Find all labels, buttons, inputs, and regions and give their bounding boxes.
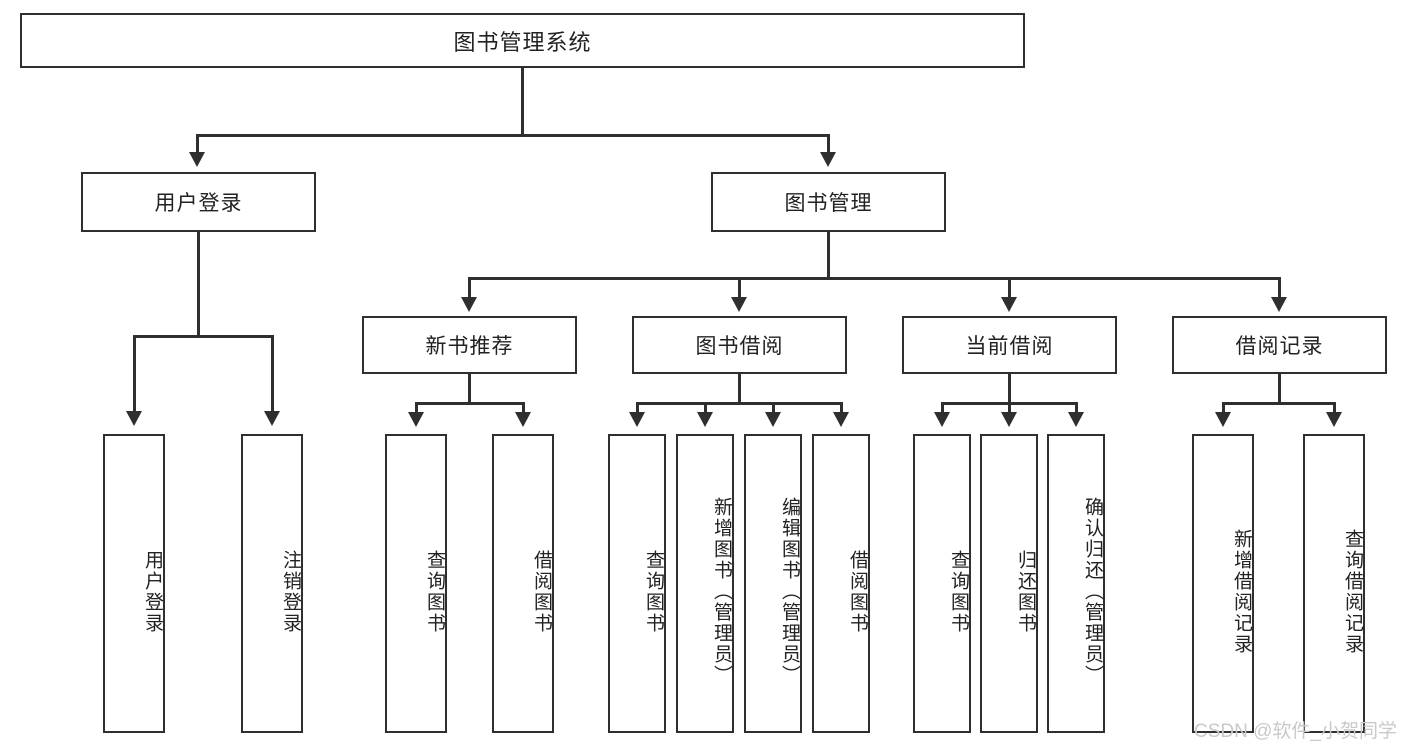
- node-current-borrow[interactable]: 当前借阅: [902, 316, 1117, 374]
- node-label: 新书推荐: [425, 335, 514, 358]
- arrow-user-login-to-leaf-0: [126, 411, 142, 426]
- connector-current-borrow-to-leaf-2: [1075, 402, 1078, 414]
- connector-user-login-stem: [197, 232, 200, 335]
- connector-book-borrow-to-leaf-2: [772, 402, 775, 414]
- arrow-book-mgmt-to-current-borrow: [1001, 297, 1017, 312]
- node-label: 查询图书: [643, 549, 664, 634]
- connector-borrow-record-bus: [1222, 402, 1336, 405]
- node-label: 用户登录: [142, 549, 163, 634]
- connector-current-borrow-to-leaf-1: [1008, 402, 1011, 414]
- connector-new-book-bus: [415, 402, 525, 405]
- leaf-book-borrow-1[interactable]: 新增图书（管理员）: [676, 434, 734, 733]
- node-label: 借阅图书: [531, 549, 552, 634]
- connector-user-login-bus: [133, 335, 274, 338]
- node-label: 查询图书: [948, 549, 969, 634]
- node-label: 用户登录: [154, 192, 243, 215]
- arrow-book-borrow-to-leaf-2: [765, 412, 781, 427]
- arrow-book-mgmt-to-borrow-record: [1271, 297, 1287, 312]
- arrow-user-login-to-leaf-1: [264, 411, 280, 426]
- arrow-current-borrow-to-leaf-1: [1001, 412, 1017, 427]
- leaf-book-borrow-2[interactable]: 编辑图书（管理员）: [744, 434, 802, 733]
- connector-root-to-book-mgmt: [827, 134, 830, 154]
- arrow-current-borrow-to-leaf-0: [934, 412, 950, 427]
- node-borrow-record[interactable]: 借阅记录: [1172, 316, 1387, 374]
- node-label: 图书借阅: [695, 335, 784, 358]
- connector-borrow-record-stem: [1278, 374, 1281, 402]
- leaf-new-book-recommend-0[interactable]: 查询图书: [385, 434, 447, 733]
- leaf-current-borrow-1[interactable]: 归还图书: [980, 434, 1038, 733]
- node-label: 查询图书: [424, 549, 445, 634]
- connector-book-mgmt-to-borrow-record: [1278, 277, 1281, 299]
- node-new-book-recommend[interactable]: 新书推荐: [362, 316, 577, 374]
- connector-new-book-to-leaf-1: [522, 402, 525, 414]
- node-label: 编辑图书（管理员）: [779, 497, 800, 686]
- node-root-system[interactable]: 图书管理系统: [20, 13, 1025, 68]
- arrow-borrow-record-to-leaf-1: [1326, 412, 1342, 427]
- node-label: 注销登录: [280, 549, 301, 634]
- arrow-current-borrow-to-leaf-2: [1068, 412, 1084, 427]
- connector-book-borrow-bus: [636, 402, 842, 405]
- node-label: 归还图书: [1015, 549, 1036, 634]
- connector-new-book-to-leaf-0: [415, 402, 418, 414]
- connector-book-borrow-to-leaf-3: [840, 402, 843, 414]
- leaf-new-book-recommend-1[interactable]: 借阅图书: [492, 434, 554, 733]
- node-label: 确认归还（管理员）: [1082, 497, 1103, 686]
- node-label: 借阅图书: [847, 549, 868, 634]
- arrow-borrow-record-to-leaf-0: [1215, 412, 1231, 427]
- connector-new-book-stem: [468, 374, 471, 402]
- leaf-borrow-record-0[interactable]: 新增借阅记录: [1192, 434, 1254, 733]
- node-label: 图书管理系统: [453, 29, 592, 55]
- connector-root-bus: [196, 134, 830, 137]
- arrow-book-mgmt-to-book-borrow: [731, 297, 747, 312]
- connector-user-login-to-leaf-1: [271, 335, 274, 413]
- watermark: CSDN @软件_小贺同学: [1194, 721, 1397, 742]
- arrow-book-borrow-to-leaf-3: [833, 412, 849, 427]
- node-label: 图书管理: [784, 192, 873, 215]
- arrow-new-book-to-leaf-0: [408, 412, 424, 427]
- connector-current-borrow-stem: [1008, 374, 1011, 402]
- arrow-book-borrow-to-leaf-1: [697, 412, 713, 427]
- leaf-user-login-0[interactable]: 用户登录: [103, 434, 165, 733]
- connector-book-mgmt-to-new-book: [468, 277, 471, 299]
- connector-root-to-user-login: [196, 134, 199, 154]
- node-label: 当前借阅: [965, 335, 1054, 358]
- node-label: 借阅记录: [1235, 335, 1324, 358]
- connector-book-borrow-to-leaf-1: [704, 402, 707, 414]
- connector-borrow-record-to-leaf-1: [1333, 402, 1336, 414]
- connector-book-mgmt-to-book-borrow: [738, 277, 741, 299]
- leaf-borrow-record-1[interactable]: 查询借阅记录: [1303, 434, 1365, 733]
- leaf-user-login-1[interactable]: 注销登录: [241, 434, 303, 733]
- arrow-new-book-to-leaf-1: [515, 412, 531, 427]
- connector-root-stem: [521, 68, 524, 134]
- arrow-root-to-user-login: [189, 152, 205, 167]
- connector-book-borrow-to-leaf-0: [636, 402, 639, 414]
- connector-borrow-record-to-leaf-0: [1222, 402, 1225, 414]
- leaf-book-borrow-0[interactable]: 查询图书: [608, 434, 666, 733]
- node-label: 查询借阅记录: [1342, 528, 1363, 655]
- arrow-book-mgmt-to-new-book: [461, 297, 477, 312]
- node-label: 新增图书（管理员）: [711, 497, 732, 686]
- connector-user-login-to-leaf-0: [133, 335, 136, 413]
- connector-book-mgmt-stem: [827, 232, 830, 277]
- connector-book-borrow-stem: [738, 374, 741, 402]
- node-book-management[interactable]: 图书管理: [711, 172, 946, 232]
- connector-book-mgmt-to-current-borrow: [1008, 277, 1011, 299]
- node-label: 新增借阅记录: [1231, 528, 1252, 655]
- leaf-current-borrow-2[interactable]: 确认归还（管理员）: [1047, 434, 1105, 733]
- arrow-root-to-book-mgmt: [820, 152, 836, 167]
- leaf-current-borrow-0[interactable]: 查询图书: [913, 434, 971, 733]
- connector-book-mgmt-bus: [468, 277, 1280, 280]
- node-user-login[interactable]: 用户登录: [81, 172, 316, 232]
- node-book-borrow[interactable]: 图书借阅: [632, 316, 847, 374]
- arrow-book-borrow-to-leaf-0: [629, 412, 645, 427]
- leaf-book-borrow-3[interactable]: 借阅图书: [812, 434, 870, 733]
- connector-current-borrow-to-leaf-0: [941, 402, 944, 414]
